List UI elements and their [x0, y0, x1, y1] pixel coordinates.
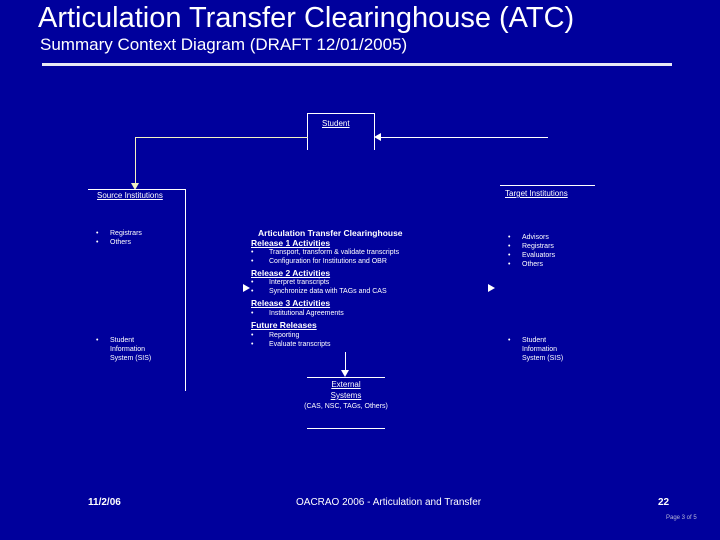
bullet-icon: • — [508, 261, 511, 268]
bullet-icon: • — [251, 310, 254, 317]
header-divider — [42, 63, 672, 66]
external-systems-box — [307, 377, 385, 429]
arrowhead-into-external-systems — [341, 370, 349, 377]
future-release-item-1: • Reporting — [251, 332, 299, 339]
source-institutions-label: Source Institutions — [97, 191, 163, 200]
bullet-icon: • — [508, 337, 511, 344]
footer-slide-number: 22 — [658, 497, 670, 508]
page-subtitle: Summary Context Diagram (DRAFT 12/01/200… — [40, 35, 408, 54]
page-indicator: Page 3 of 5 — [666, 515, 697, 521]
target-bullet-registrars: • Registrars — [508, 243, 554, 250]
connector-student-to-source-vertical — [135, 137, 136, 185]
release-2-item-1-label: Interpret transcripts — [269, 279, 330, 286]
release-1-item-1: • Transport, transform & validate transcr… — [251, 249, 399, 256]
student-node-box — [307, 113, 375, 150]
release-1-item-2-label: Configuration for Institutions and OBR — [269, 258, 387, 265]
target-bullet-1-label: Advisors — [522, 234, 549, 241]
bullet-icon: • — [96, 230, 99, 237]
arrowhead-source-to-clearinghouse — [243, 284, 250, 292]
future-release-item-2-label: Evaluate transcripts — [269, 341, 331, 348]
target-sis-line2: Information — [522, 346, 558, 353]
future-releases-heading: Future Releases — [251, 320, 317, 330]
external-systems-detail: (CAS, NSC, TAGs, Others) — [304, 403, 388, 410]
connector-target-to-student-horizontal — [379, 137, 548, 138]
release-2-heading: Release 2 Activities — [251, 268, 331, 278]
release-1-heading: Release 1 Activities — [251, 238, 331, 248]
source-bullet-others: • Others — [96, 239, 131, 246]
source-bullet-sis: • Student Information System (SIS) — [96, 336, 151, 363]
source-sis-line1: Student — [110, 337, 135, 344]
arrowhead-into-source-institutions — [131, 183, 139, 190]
release-2-item-1: • Interpret transcripts — [251, 279, 329, 286]
release-3-item-1: • Institutional Agreements — [251, 310, 344, 317]
source-sis-line2: Information — [110, 346, 146, 353]
bullet-icon: • — [251, 249, 254, 256]
release-2-item-2-label: Synchronize data with TAGs and CAS — [269, 288, 387, 295]
student-node-label: Student — [322, 119, 350, 128]
external-systems-label-line1: External — [331, 380, 361, 389]
target-bullet-2-label: Registrars — [522, 243, 554, 250]
connector-student-to-source-horizontal — [135, 137, 308, 138]
target-bullet-advisors: • Advisors — [508, 234, 549, 241]
bullet-icon: • — [251, 258, 254, 265]
bullet-icon: • — [508, 252, 511, 259]
future-release-item-1-label: Reporting — [269, 332, 300, 339]
release-2-item-2: • Synchronize data with TAGs and CAS — [251, 288, 387, 295]
bullet-icon: • — [96, 239, 99, 246]
target-bullet-3-label: Evaluators — [522, 252, 556, 259]
bullet-icon: • — [96, 337, 99, 344]
footer-date: 11/2/06 — [88, 497, 121, 508]
release-3-heading: Release 3 Activities — [251, 298, 331, 308]
target-sis-line3: System (SIS) — [522, 355, 564, 362]
source-bullet-1-label: Registrars — [110, 230, 142, 237]
target-sis-line1: Student — [522, 337, 547, 344]
release-1-item-2: • Configuration for Institutions and OBR — [251, 258, 387, 265]
target-bullet-others: • Others — [508, 261, 543, 268]
source-institutions-box — [88, 189, 186, 391]
arrowhead-clearinghouse-to-target — [488, 284, 495, 292]
bullet-icon: • — [251, 332, 254, 339]
external-systems-label-line2: Systems — [330, 391, 362, 400]
bullet-icon: • — [508, 243, 511, 250]
release-3-item-1-label: Institutional Agreements — [269, 310, 344, 317]
source-sis-line3: System (SIS) — [110, 355, 152, 362]
bullet-icon: • — [251, 279, 254, 286]
source-bullet-registrars: • Registrars — [96, 230, 142, 237]
target-bullet-sis: • Student Information System (SIS) — [508, 336, 563, 363]
bullet-icon: • — [251, 288, 254, 295]
bullet-icon: • — [508, 234, 511, 241]
page-title: Articulation Transfer Clearinghouse (ATC… — [38, 2, 575, 34]
release-1-item-1-label: Transport, transform & validate transcri… — [269, 249, 400, 256]
future-release-item-2: • Evaluate transcripts — [251, 341, 330, 348]
bullet-icon: • — [251, 341, 254, 348]
target-bullet-4-label: Others — [522, 261, 544, 268]
clearinghouse-title: Articulation Transfer Clearinghouse — [258, 228, 403, 238]
target-bullet-evaluators: • Evaluators — [508, 252, 555, 259]
source-bullet-2-label: Others — [110, 239, 132, 246]
arrowhead-into-student — [374, 133, 381, 141]
target-institutions-box — [500, 185, 595, 187]
footer-center-text: OACRAO 2006 - Articulation and Transfer — [296, 497, 482, 508]
target-institutions-label: Target Institutions — [505, 189, 568, 198]
connector-clearinghouse-to-external-vertical — [345, 352, 346, 373]
